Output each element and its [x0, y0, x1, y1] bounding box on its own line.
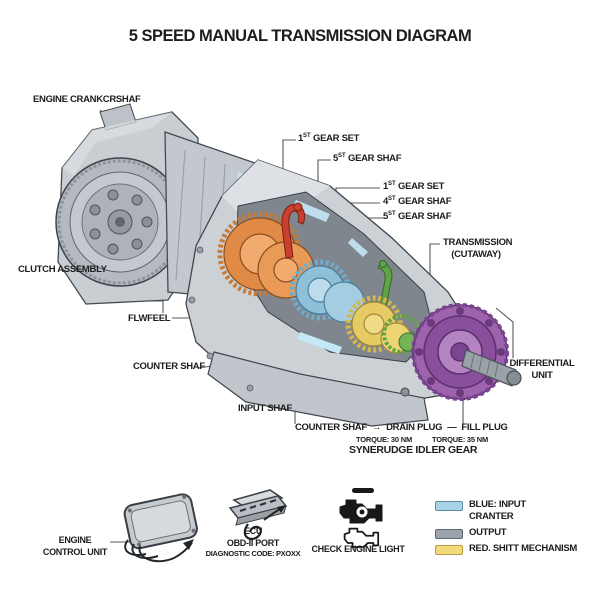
callout-bottom-chain: COUNTER SHAF → DRAIN PLUG — FILL PLUG [295, 422, 508, 434]
obd-port-icon [228, 489, 288, 541]
callout-gear-set-mid: 1ST GEAR SET [383, 181, 445, 193]
legend-swatch-gray [435, 528, 463, 539]
torque-drain-value: TORQUE: 30 NM [356, 435, 413, 444]
arrow-right-icon: → [371, 422, 382, 433]
callout-synchro-idler: SYNERUDGE IDLER GEAR [349, 444, 478, 456]
ecu-icon [123, 493, 198, 563]
callout-engine-crankshaft: ENGINE CRANKCRSHAF [33, 94, 141, 105]
shift-fork-red [281, 202, 306, 259]
dash-separator: — [447, 422, 457, 433]
callout-clutch-assembly: CLUTCH ASSEMBLY [18, 264, 107, 275]
callout-gear-shaft-4: 4ST GEAR SHAF [383, 196, 452, 208]
check-engine-icon-solid [339, 488, 383, 524]
sump-pan [207, 351, 429, 427]
drain-plug [400, 387, 410, 397]
page-title: 5 SPEED MANUAL TRANSMISSION DIAGRAM [128, 27, 472, 45]
output-shaft [461, 349, 522, 387]
legend-swatch-blue [435, 501, 463, 511]
ecu-box-label: ENGINE CONTROL UNIT [42, 535, 108, 557]
callout-flywheel: FLWFEEL [128, 313, 171, 324]
gear-cluster-orange [217, 211, 315, 299]
check-engine-label: CHECK ENGINE LIGHT [311, 544, 405, 554]
callout-transmission: TRANSMISSION (CUTAWAY) [443, 237, 513, 261]
callout-differential: DIFFERENTIAL UNIT [509, 358, 575, 382]
callout-gear-shaft-5b: 5ST GEAR SHAF [383, 211, 452, 223]
callout-fill-plug: FILL PLUG [461, 422, 508, 433]
legend-item-input: BLUE: INPUT CRANTER [435, 499, 577, 523]
differential-unit [411, 303, 509, 401]
callout-counter-shaft: COUNTER SHAF [133, 361, 205, 372]
legend-item-output: OUTPUT [435, 527, 577, 539]
callout-input-shaft: INPUT SHAF [238, 403, 293, 414]
torque-fill-value: TORQUE: 35 NM [432, 435, 489, 444]
flywheel-clutch [55, 157, 185, 287]
shift-fork-green [377, 260, 393, 309]
legend-swatch-yellow [435, 544, 463, 555]
callout-drain-plug: DRAIN PLUG [386, 422, 443, 433]
legend: BLUE: INPUT CRANTER OUTPUT RED. SHITT ME… [435, 499, 577, 555]
callout-gear-shaft-5a: 5ST GEAR SHAF [333, 153, 402, 165]
obd-port-label: ECU OBD-II PORT DIAGNOSTIC CODE: PXOXX [205, 526, 301, 559]
callout-gear-set-top: 1ST GEAR SET [298, 133, 360, 145]
legend-item-shift: RED. SHITT MECHANISM [435, 543, 577, 555]
callout-counter-shaft-2: COUNTER SHAF [295, 422, 367, 433]
check-engine-icon-outline [343, 527, 380, 548]
